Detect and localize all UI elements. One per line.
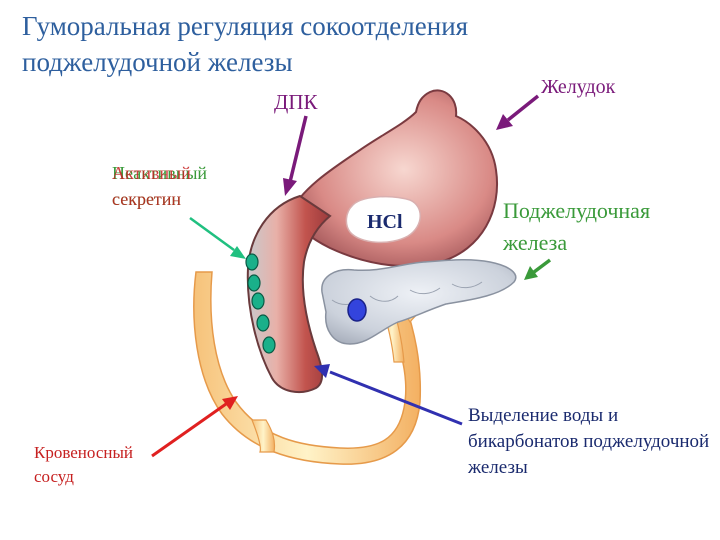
stomach-label: Желудок bbox=[541, 76, 616, 98]
secretin-cells bbox=[245, 253, 276, 354]
vessel-arrow bbox=[151, 396, 238, 458]
pancreas-label: Поджелудочная железа bbox=[503, 198, 651, 255]
secretin-labels: Неактивный секретин Активный секретин bbox=[112, 160, 262, 216]
secretin-cell bbox=[247, 274, 261, 292]
secretion-arrow bbox=[314, 364, 463, 426]
pancreas-arrow bbox=[524, 258, 552, 280]
secretin-cell bbox=[256, 314, 270, 332]
stomach bbox=[288, 89, 498, 268]
secretin-arrow bbox=[189, 216, 246, 259]
hcl-label: HCl bbox=[367, 211, 403, 233]
active-secretin-label: Активный секретин bbox=[112, 163, 191, 209]
dpk-arrow bbox=[283, 115, 308, 196]
page-title: Гуморальная регуляция сокоотделения подж… bbox=[22, 11, 469, 77]
stomach-arrow bbox=[496, 94, 540, 130]
blood-vessel-label: Кровеносный сосуд bbox=[34, 443, 133, 486]
dpk-label: ДПК bbox=[274, 90, 318, 114]
secretin-cell bbox=[262, 336, 276, 354]
pancreas bbox=[321, 258, 517, 345]
inactive-secretin-label: Неактивный секретин bbox=[112, 163, 208, 209]
pancreas-cell bbox=[347, 298, 367, 322]
water-bicarbonate-label: Выделение воды и бикарбонатов поджелудоч… bbox=[468, 405, 710, 478]
secretin-cell bbox=[251, 292, 265, 310]
secretin-cell bbox=[245, 253, 259, 271]
